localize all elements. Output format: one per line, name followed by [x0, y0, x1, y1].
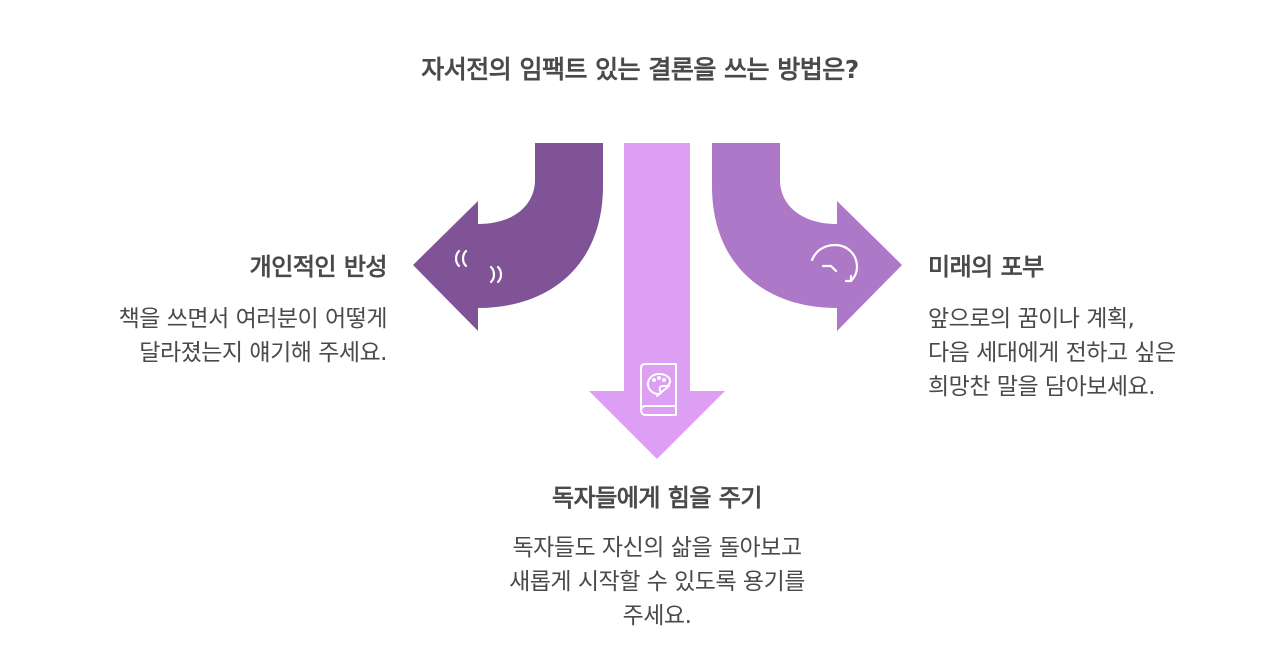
center-branch-description: 독자들도 자신의 삶을 돌아보고 새롭게 시작할 수 있도록 용기를 주세요. — [440, 531, 874, 633]
center-branch-text: 독자들에게 힘을 주기 독자들도 자신의 삶을 돌아보고 새롭게 시작할 수 있… — [440, 478, 874, 633]
right-curved-arrow — [712, 143, 902, 331]
right-branch-line-1: 앞으로의 꿈이나 계획, — [928, 306, 1135, 332]
right-branch-description: 앞으로의 꿈이나 계획, 다음 세대에게 전하고 싶은 희망찬 말을 담아보세요… — [928, 302, 1273, 404]
center-branch-line-1: 독자들도 자신의 삶을 돌아보고 — [512, 535, 802, 561]
clockwise-timer-icon — [810, 243, 859, 283]
art-book-icon — [640, 363, 677, 416]
right-branch-line-3: 희망찬 말을 담아보세요. — [928, 374, 1156, 400]
left-branch-description: 책을 쓰면서 여러분이 어떻게 달라졌는지 얘기해 주세요. — [7, 302, 388, 370]
center-branch-line-3: 주세요. — [622, 603, 692, 629]
left-branch-line-1: 책을 쓰면서 여러분이 어떻게 — [118, 306, 388, 332]
right-branch-line-2: 다음 세대에게 전하고 싶은 — [928, 340, 1176, 366]
left-branch-line-2: 달라졌는지 얘기해 주세요. — [139, 340, 387, 366]
left-branch-text: 개인적인 반성 책을 쓰면서 여러분이 어떻게 달라졌는지 얘기해 주세요. — [7, 247, 388, 370]
right-branch-heading: 미래의 포부 — [928, 253, 1044, 281]
left-curved-arrow — [413, 143, 603, 331]
right-branch-text: 미래의 포부 앞으로의 꿈이나 계획, 다음 세대에게 전하고 싶은 희망찬 말… — [928, 247, 1273, 404]
left-branch-heading: 개인적인 반성 — [249, 253, 388, 281]
diagram-title: 자서전의 임팩트 있는 결론을 쓰는 방법은? — [421, 55, 859, 84]
quote-marks-icon — [454, 249, 503, 284]
center-branch-line-2: 새롭게 시작할 수 있도록 용기를 — [509, 569, 805, 595]
center-branch-heading: 독자들에게 힘을 주기 — [552, 484, 762, 512]
center-down-arrow — [589, 143, 725, 459]
